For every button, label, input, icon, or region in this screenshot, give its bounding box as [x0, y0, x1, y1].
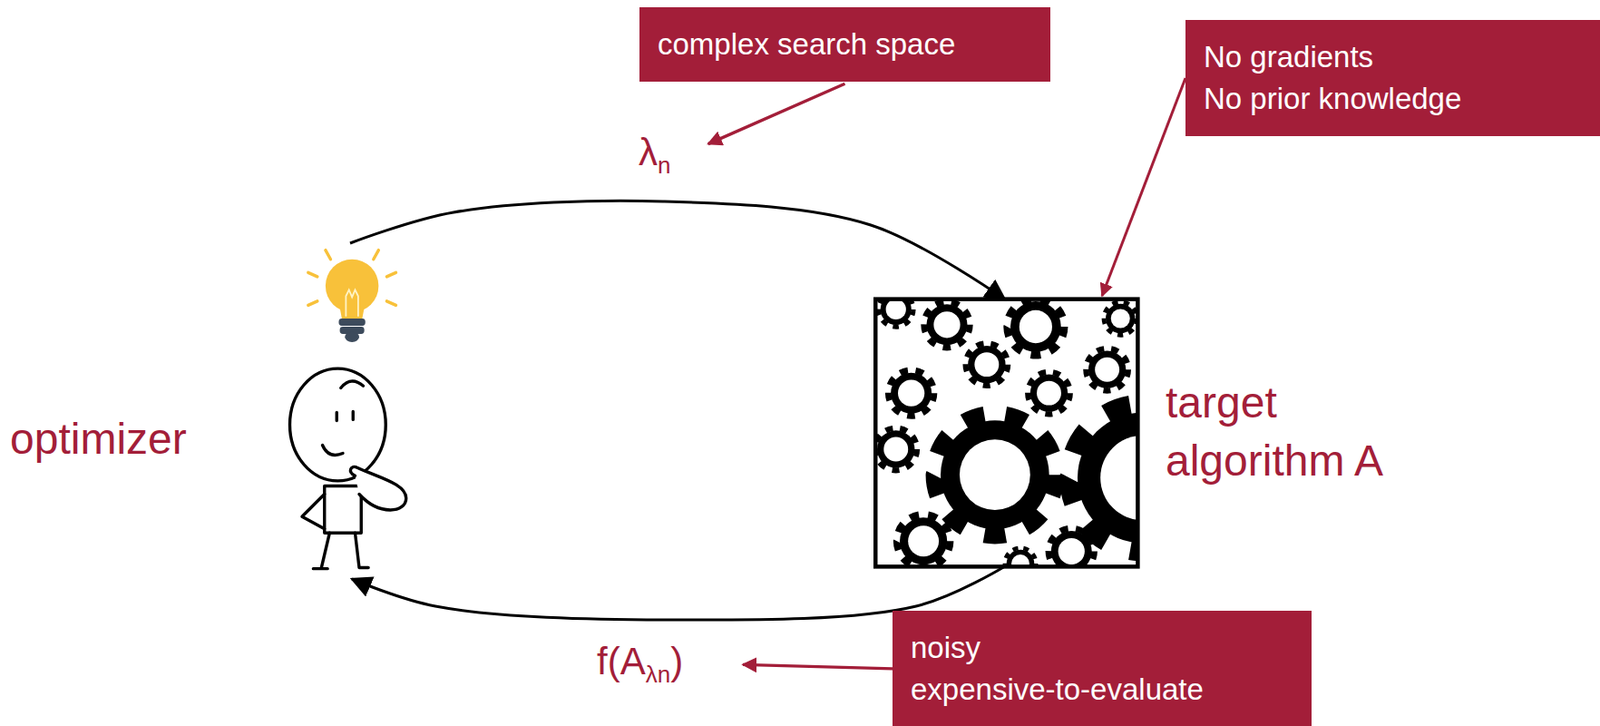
thinking-person — [290, 368, 407, 569]
node-label: target algorithm A — [1165, 373, 1438, 490]
gear — [897, 514, 951, 566]
gear — [887, 370, 935, 417]
person-mouth — [322, 445, 344, 456]
bulb-tip — [344, 331, 360, 342]
target-algorithm-node: target algorithm A — [875, 299, 1453, 566]
person-hand — [350, 466, 406, 510]
person-head — [290, 368, 387, 481]
callout-box: complex search space — [639, 7, 1051, 82]
gear — [875, 428, 918, 471]
person-leg — [355, 532, 370, 567]
leader-arrow — [742, 663, 893, 669]
callout-text: noisy — [910, 626, 1294, 669]
gears — [875, 299, 1138, 567]
leader-arrow — [708, 83, 846, 144]
callout-box: noisyexpensive-to-evaluate — [892, 610, 1312, 726]
optimizer-node: optimizer — [9, 243, 429, 579]
gear — [1048, 527, 1095, 566]
callout-text: complex search space — [657, 23, 1033, 66]
edge-label: λn — [634, 129, 674, 188]
bulb-filament — [345, 290, 359, 317]
gear-box-border — [875, 299, 1138, 567]
gear — [1103, 302, 1137, 335]
gear — [1027, 371, 1071, 415]
callout-box: No gradientsNo prior knowledge — [1185, 19, 1600, 137]
gear — [1085, 348, 1129, 391]
person-body — [324, 486, 362, 534]
bulb-neck — [339, 302, 366, 319]
person-eyes — [336, 410, 353, 420]
bulb-base — [339, 318, 366, 326]
callout-text: No gradients — [1203, 36, 1582, 79]
person-hair — [341, 380, 364, 388]
connector-arrow — [350, 200, 1005, 300]
callout-text: No prior knowledge — [1203, 78, 1582, 120]
illustration — [290, 83, 1218, 669]
edge-label: f(Aλn) — [593, 638, 687, 697]
gear — [878, 299, 914, 327]
gear — [965, 342, 1009, 386]
connector-arrow — [1102, 78, 1186, 296]
gear — [1006, 299, 1064, 356]
gear — [924, 301, 971, 348]
light-bulb — [308, 250, 397, 342]
node-label: optimizer — [9, 409, 429, 469]
callout-text: expensive-to-evaluate — [910, 668, 1294, 711]
gear — [1004, 547, 1036, 567]
gear — [934, 413, 1057, 537]
gear-box — [874, 292, 1217, 580]
person-arm — [302, 494, 325, 529]
person-leg — [312, 532, 330, 568]
